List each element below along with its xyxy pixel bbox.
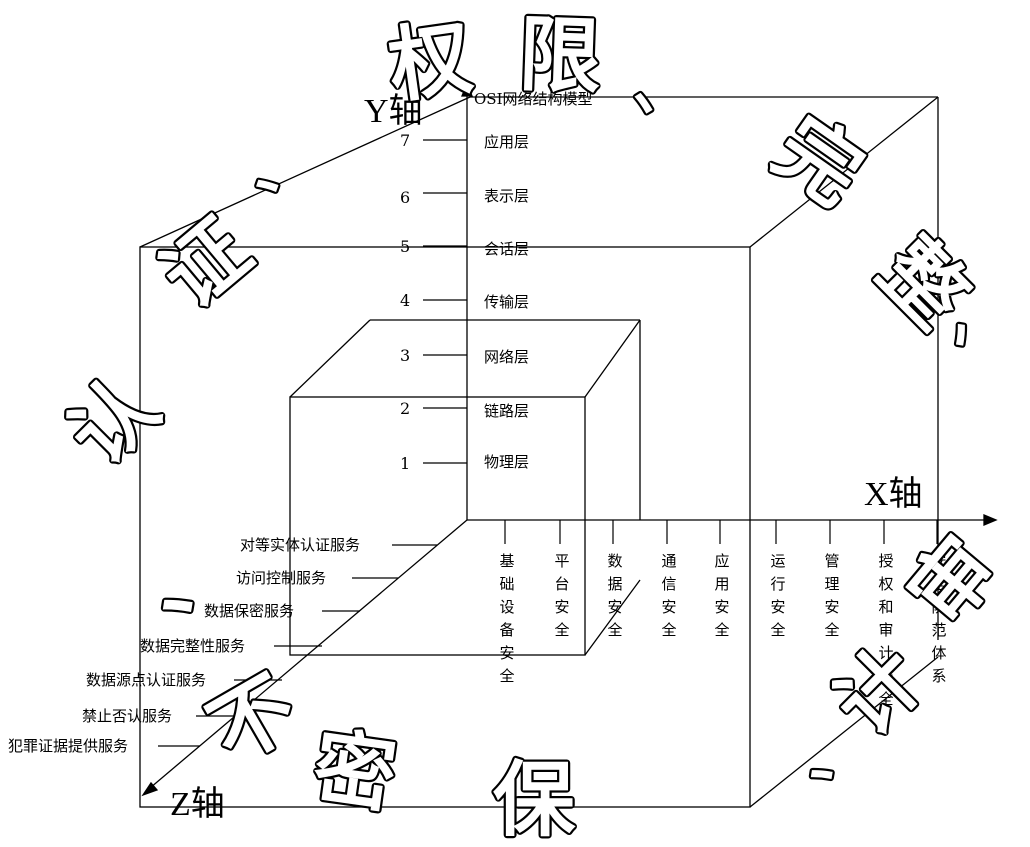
security-service: 数据源点认证服务: [86, 671, 282, 689]
overlay-char: 限: [517, 8, 602, 106]
osi-layer-name: 链路层: [484, 402, 529, 420]
security-layer-label: 基础设备安全: [499, 552, 514, 685]
osi-layer: 2 链路层: [400, 399, 529, 420]
security-layer: 平台安全: [554, 520, 570, 639]
osi-layer: 6 表示层: [400, 187, 529, 207]
security-service-label: 数据完整性服务: [140, 637, 245, 655]
osi-layer: 4 传输层: [400, 291, 529, 311]
security-service: 对等实体认证服务: [240, 536, 437, 554]
osi-layer: 1 物理层: [400, 453, 529, 473]
security-service-label: 犯罪证据提供服务: [8, 737, 128, 755]
security-layer-label: 应用安全: [714, 552, 729, 639]
inner-box: [289, 319, 641, 656]
security-layer-label: 数据安全: [607, 552, 622, 639]
security-service: 犯罪证据提供服务: [8, 737, 200, 755]
security-layer-label: 安全防范体系: [931, 552, 946, 685]
osi-layer-number: 7: [400, 131, 410, 150]
osi-layer-name: 传输层: [484, 293, 529, 311]
overlay-char: 、: [232, 118, 319, 209]
security-service-label: 数据源点认证服务: [86, 671, 206, 689]
outer-box: [139, 96, 939, 808]
security-layer-label: 通信安全: [661, 552, 676, 639]
security-layer: 管理安全: [824, 520, 840, 639]
osi-layer-number: 4: [400, 291, 410, 310]
security-service-list: 对等实体认证服务 访问控制服务 数据保密服务 数据完整性服务 数据源点认证服务 …: [8, 536, 437, 755]
osi-layer-name: 应用层: [484, 133, 529, 151]
security-layer: 通信安全: [661, 520, 677, 639]
overlay-char: 保: [493, 753, 576, 847]
security-layer: 基础设备安全: [499, 520, 515, 685]
security-service: 禁止否认服务: [82, 707, 243, 725]
overlay-char: 认: [51, 359, 176, 484]
osi-layer-name: 物理层: [484, 453, 529, 471]
osi-layer-list: 7 应用层 6 表示层 5 会话层 4 传输层 3 网络层 2 链路层: [400, 131, 529, 473]
security-layer-label: 授权和审计安全: [878, 552, 893, 708]
security-service-label: 对等实体认证服务: [240, 536, 360, 554]
z-axis-label: Z轴: [170, 785, 225, 823]
security-layer-label: 管理安全: [824, 552, 839, 639]
security-service-label: 数据保密服务: [204, 602, 294, 620]
security-service-label: 访问控制服务: [236, 569, 326, 587]
overlay-char: 密: [307, 720, 401, 825]
x-axis-label: X轴: [864, 475, 923, 513]
overlay-char: 权: [382, 10, 477, 116]
osi-layer-name: 会话层: [484, 240, 529, 258]
security-layer-label: 运行安全: [770, 552, 785, 639]
security-layer: 运行安全: [770, 520, 786, 639]
osi-layer-name: 表示层: [484, 187, 529, 205]
overlay-char: 审: [891, 520, 1016, 644]
osi-layer: 7 应用层: [400, 131, 529, 151]
security-service: 数据保密服务: [204, 602, 360, 620]
security-service: 访问控制服务: [236, 569, 398, 587]
overlay-char: 不: [194, 659, 313, 782]
security-layer: 应用安全: [714, 520, 730, 639]
osi-layer: 5 会话层: [400, 237, 529, 258]
osi-layer-number: 1: [400, 454, 410, 473]
overlay-char: 完: [758, 100, 880, 225]
security-service: 数据完整性服务: [140, 637, 322, 655]
osi-layer-number: 6: [400, 188, 410, 207]
security-layer-list: 基础设备安全 平台安全 数据安全 通信安全 应用安全 运行安全 管理安全 授权和审计安全 安全防…: [499, 520, 947, 708]
osi-layer-number: 3: [400, 346, 410, 365]
security-service-label: 禁止否认服务: [82, 707, 172, 725]
axis-lines: [141, 82, 998, 797]
y-axis-title: OSI网络结构模型: [474, 90, 593, 108]
osi-layer-number: 2: [400, 399, 410, 418]
security-layer-label: 平台安全: [554, 552, 569, 639]
osi-layer-name: 网络层: [484, 348, 529, 366]
osi-layer-number: 5: [400, 237, 410, 256]
security-layer: 数据安全: [607, 520, 623, 639]
security-layer: 授权和审计安全: [878, 520, 894, 708]
y-axis-label: Y轴: [364, 92, 423, 130]
overlay-char: 证: [145, 201, 269, 326]
overlay-char: 、: [628, 52, 699, 131]
security-layer: 安全防范体系: [931, 520, 947, 685]
osi-layer: 3 网络层: [400, 346, 529, 366]
